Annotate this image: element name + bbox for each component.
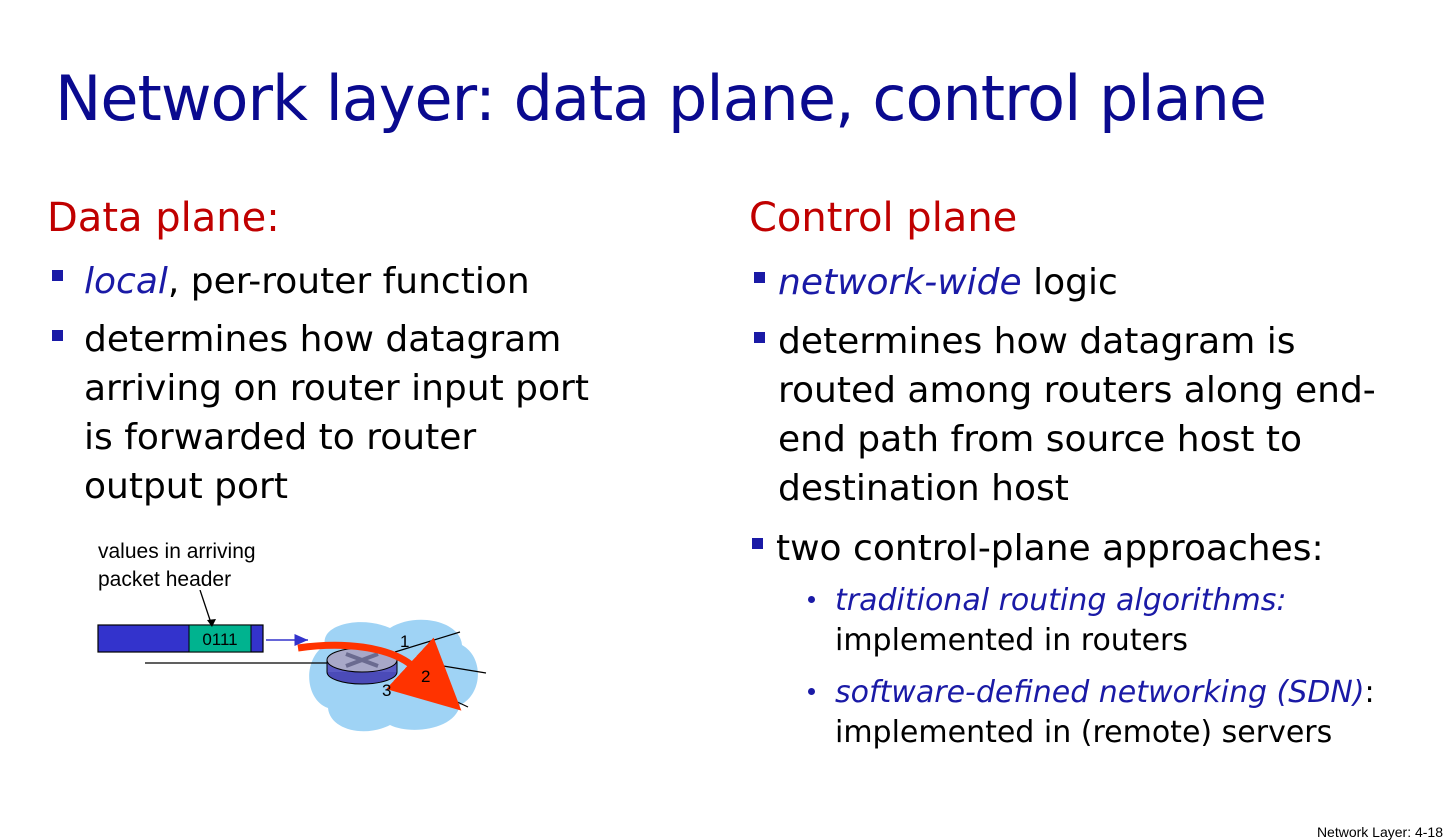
data-plane-heading: Data plane: xyxy=(47,195,280,241)
label-pointer-arrowhead xyxy=(207,619,216,627)
bullet-line: end path from source host to xyxy=(778,419,1303,460)
bullet-square-icon xyxy=(752,538,763,549)
sub-bullet-emphasis: traditional routing algorithms: xyxy=(835,583,1287,618)
sub-bullet-line: implemented in (remote) servers xyxy=(835,715,1333,750)
data-plane-bullet-forwarding: determines how datagram arriving on rout… xyxy=(84,315,589,511)
figure-label-line: packet header xyxy=(98,568,232,591)
port-3-label: 3 xyxy=(382,681,391,700)
figure-label: values in arriving packet header xyxy=(98,538,256,594)
packet-header-field xyxy=(188,624,252,653)
sub-bullet-emphasis: software-defined networking (SDN) xyxy=(835,675,1365,710)
port-1-label: 1 xyxy=(400,632,409,651)
router-forwarding-figure: 0111 1 2 3 xyxy=(97,590,487,732)
bullet-line: determines how datagram is xyxy=(778,321,1296,362)
bullet-square-icon xyxy=(52,330,63,341)
bullet-text: , per-router function xyxy=(167,261,530,302)
bullet-line: determines how datagram xyxy=(84,319,562,360)
bullet-square-icon xyxy=(754,272,765,283)
bullet-line: output port xyxy=(84,466,288,507)
bullet-emphasis: local xyxy=(84,261,168,302)
bullet-line: destination host xyxy=(778,468,1069,509)
packet-header-value: 0111 xyxy=(202,630,237,649)
forwarding-arrow xyxy=(297,637,462,711)
bullet-emphasis: network-wide xyxy=(778,262,1022,303)
sub-bullet-traditional: traditional routing algorithms: implemen… xyxy=(835,581,1287,661)
control-plane-bullet-network-wide: network-wide logic xyxy=(778,258,1118,307)
figure-label-line: values in arriving xyxy=(98,540,256,563)
sub-bullet-line: implemented in routers xyxy=(835,623,1188,658)
data-plane-bullet-local: local, per-router function xyxy=(84,257,530,306)
bullet-line: routed among routers along end- xyxy=(778,370,1376,411)
bullet-line: arriving on router input port xyxy=(84,368,589,409)
slide-title: Network layer: data plane, control plane xyxy=(55,62,1267,135)
sub-bullet-dot-icon xyxy=(808,688,815,695)
sub-bullet-text: : xyxy=(1364,675,1375,710)
control-plane-heading: Control plane xyxy=(749,195,1018,241)
sub-bullet-sdn: software-defined networking (SDN): imple… xyxy=(835,673,1375,753)
bullet-line: is forwarded to router xyxy=(84,417,477,458)
slide-footer: Network Layer: 4-18 xyxy=(1316,824,1443,840)
port-2-label: 2 xyxy=(421,667,430,686)
bullet-square-icon xyxy=(52,270,63,281)
bullet-square-icon xyxy=(754,332,765,343)
bullet-text: logic xyxy=(1021,262,1118,303)
control-plane-bullet-routing: determines how datagram is routed among … xyxy=(778,317,1376,513)
sub-bullet-dot-icon xyxy=(808,596,815,603)
control-plane-bullet-approaches: two control-plane approaches: xyxy=(776,528,1324,569)
